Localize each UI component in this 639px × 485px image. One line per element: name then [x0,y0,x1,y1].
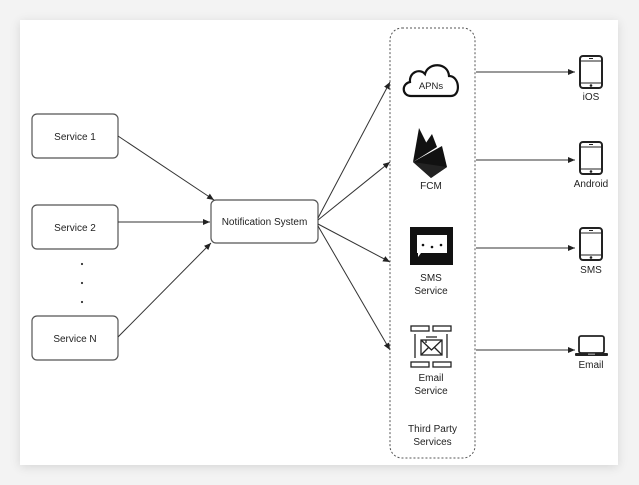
laptop-icon [575,335,608,356]
service-box-1: Service 1 [31,113,119,159]
arrow-service1-to-notification [117,135,215,201]
phone-icon [579,55,603,89]
apns-label: APNs [419,81,444,92]
service-box-n: Service N [31,315,119,361]
arrow-notification-to-apns [317,81,391,219]
device-email: Email [575,335,608,371]
fcm-provider: FCM [413,128,447,192]
sms-service-provider: SMS Service [410,227,453,297]
service-label: Service 2 [54,223,96,234]
device-label: iOS [583,92,600,103]
firebase-icon [413,128,447,178]
email-service-provider: Email Service [410,325,452,397]
arrow-notification-to-email [317,225,391,351]
sms-service-label-line2: Service [414,286,448,297]
device-android: Android [574,141,608,190]
service-label: Service 1 [54,132,96,143]
device-label: SMS [580,265,602,276]
notification-system-box: Notification System [210,199,319,244]
diagram-card [20,20,618,465]
device-label: Android [574,179,608,190]
cloud-icon [402,64,459,98]
email-service-icon [410,325,452,368]
apns-provider: APNs [402,64,459,98]
device-ios: iOS [579,55,603,103]
phone-icon [579,141,603,175]
notification-system-label: Notification System [222,217,308,228]
third-party-label-line2: Services [413,437,451,448]
device-sms: SMS [579,227,603,276]
device-label: Email [578,360,603,371]
arrow-notification-to-sms [317,223,391,263]
service-ellipsis [80,262,84,304]
arrow-notification-to-fcm [317,161,391,221]
email-service-label-line1: Email [418,373,443,384]
chat-bubble-icon [410,227,453,265]
phone-icon [579,227,603,261]
fcm-label: FCM [420,181,442,192]
arrow-servicen-to-notification [117,242,212,338]
service-box-2: Service 2 [31,204,119,250]
email-service-label-line2: Service [414,386,448,397]
sms-service-label-line1: SMS [420,273,442,284]
third-party-label-line1: Third Party [408,424,457,435]
third-party-services-group: Third Party Services [389,27,476,459]
service-label: Service N [53,334,96,345]
